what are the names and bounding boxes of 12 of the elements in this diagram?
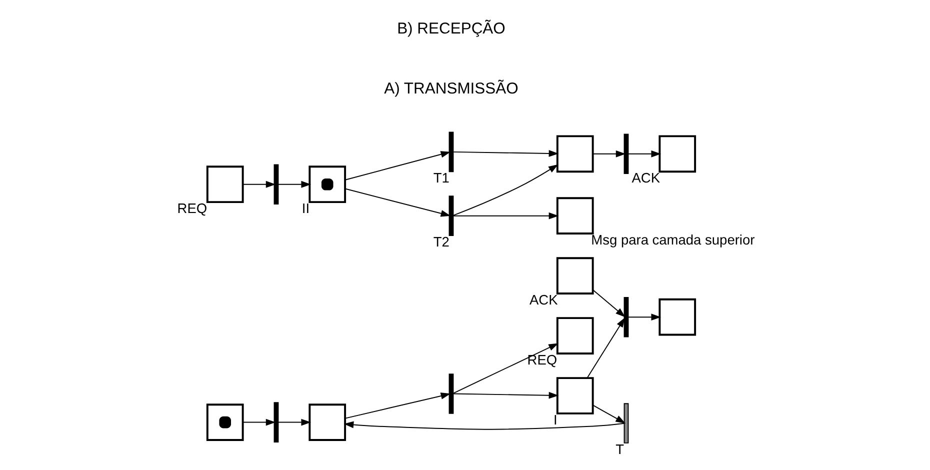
node-label: ACK <box>632 170 660 186</box>
node-label: T1 <box>433 170 450 186</box>
node-label: I <box>554 412 558 428</box>
node-label: REQ <box>527 352 558 368</box>
node-label: T2 <box>433 234 450 250</box>
node-label: ACK <box>530 292 558 308</box>
node-label: REQ <box>177 201 208 216</box>
node-label: II <box>302 201 310 216</box>
node-label: Msg para camada superior <box>591 232 755 248</box>
node-label: T <box>616 442 624 457</box>
label: A) TRANSMISSÃO <box>384 80 518 98</box>
label: B) RECEPÇÃO <box>397 20 506 38</box>
